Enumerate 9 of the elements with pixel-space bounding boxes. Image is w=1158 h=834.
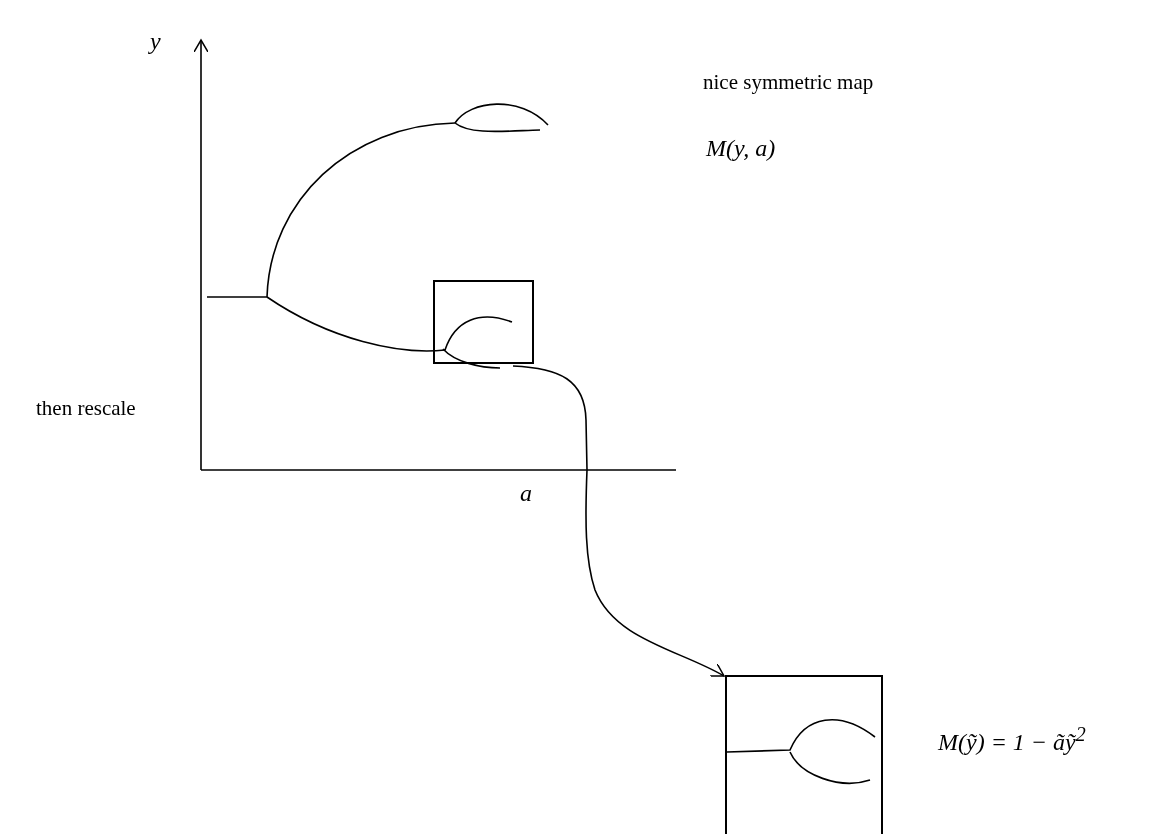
- axis-label: y: [150, 28, 161, 55]
- caption-text: nice symmetric map: [703, 70, 874, 95]
- formula: M(ỹ) = 1 − ãỹ$^{2}$: [938, 723, 1086, 756]
- formula: M(y, a): [706, 135, 776, 162]
- caption-text: then rescale: [36, 396, 136, 421]
- frame-box: [433, 280, 534, 364]
- frame-box: [725, 675, 883, 834]
- arrow: [512, 365, 725, 678]
- axis-label: a: [520, 480, 532, 507]
